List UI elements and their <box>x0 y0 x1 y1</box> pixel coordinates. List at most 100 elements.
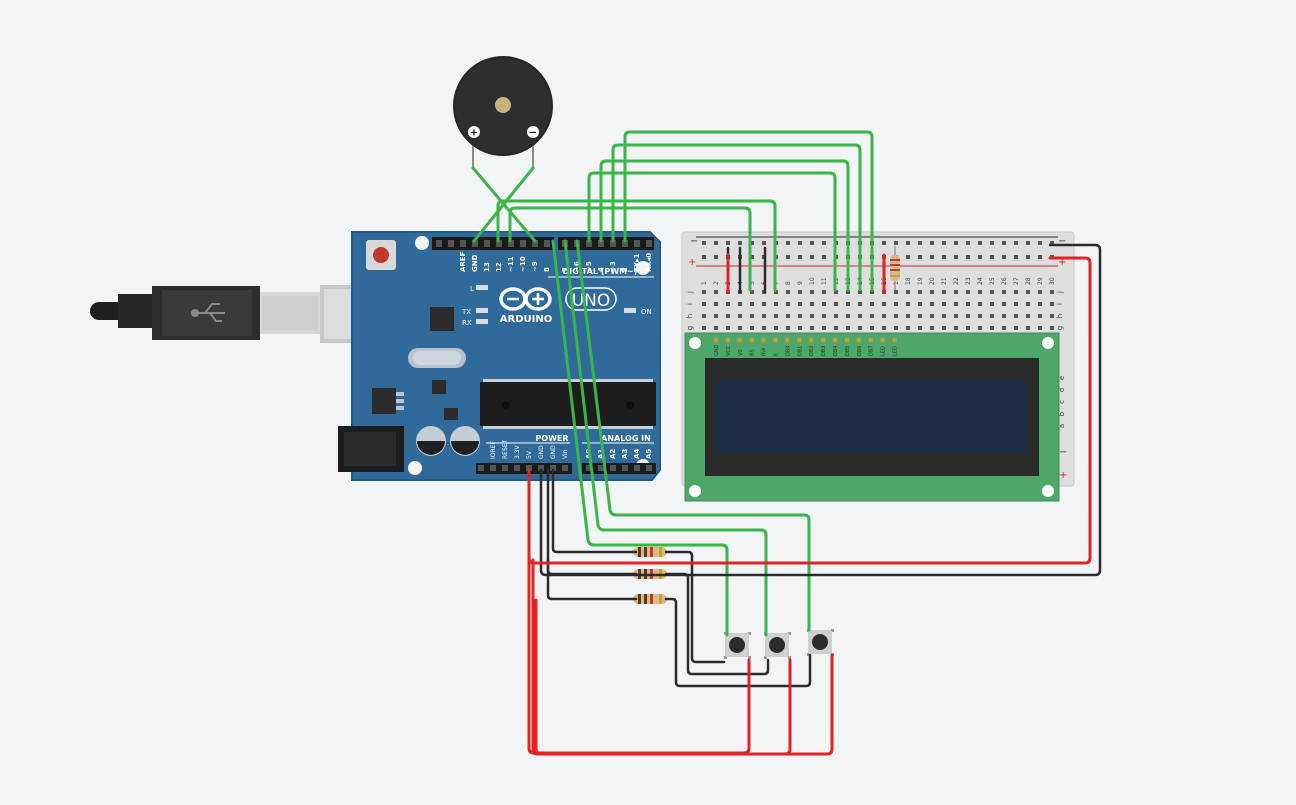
terminal-hole[interactable] <box>726 314 730 318</box>
lcd-pin[interactable] <box>796 337 802 343</box>
terminal-hole[interactable] <box>990 302 994 306</box>
push-button[interactable] <box>724 632 751 659</box>
terminal-hole[interactable] <box>1050 290 1054 294</box>
terminal-hole[interactable] <box>702 314 706 318</box>
terminal-hole[interactable] <box>846 290 850 294</box>
wire-button2[interactable] <box>563 239 768 637</box>
header-pin-hole[interactable] <box>586 240 592 247</box>
wire-r3-btn3[interactable] <box>664 597 812 688</box>
terminal-hole[interactable] <box>942 290 946 294</box>
terminal-hole[interactable] <box>858 302 862 306</box>
wire-button1[interactable] <box>551 239 729 637</box>
rail-hole[interactable] <box>702 241 706 245</box>
terminal-hole[interactable] <box>702 326 706 330</box>
terminal-hole[interactable] <box>786 290 790 294</box>
header-pin-hole[interactable] <box>586 465 592 471</box>
terminal-hole[interactable] <box>786 326 790 330</box>
wire-pin4-db5[interactable] <box>599 159 850 292</box>
wire-gnd-r3[interactable] <box>546 558 638 601</box>
rail-hole[interactable] <box>738 241 742 245</box>
rail-hole[interactable] <box>1014 255 1018 259</box>
terminal-hole[interactable] <box>834 326 838 330</box>
rail-hole[interactable] <box>930 255 934 259</box>
terminal-hole[interactable] <box>810 290 814 294</box>
rail-hole[interactable] <box>918 255 922 259</box>
header-pin-hole[interactable] <box>508 240 514 247</box>
terminal-hole[interactable] <box>870 290 874 294</box>
lcd-pin[interactable] <box>761 337 766 343</box>
rail-hole[interactable] <box>942 241 946 245</box>
lcd-pin[interactable] <box>856 337 862 343</box>
rail-hole[interactable] <box>1050 241 1054 245</box>
header-pin-hole[interactable] <box>610 465 616 471</box>
terminal-hole[interactable] <box>942 302 946 306</box>
rail-hole[interactable] <box>798 255 802 259</box>
lcd-pin[interactable] <box>737 337 743 343</box>
terminal-hole[interactable] <box>906 326 910 330</box>
terminal-hole[interactable] <box>774 302 778 306</box>
rail-hole[interactable] <box>918 241 922 245</box>
terminal-hole[interactable] <box>954 290 958 294</box>
rail-hole[interactable] <box>798 241 802 245</box>
terminal-hole[interactable] <box>894 290 898 294</box>
terminal-hole[interactable] <box>1002 290 1006 294</box>
terminal-hole[interactable] <box>786 314 790 318</box>
breadboard-resistor[interactable] <box>890 246 900 290</box>
header-pin-hole[interactable] <box>550 465 556 471</box>
terminal-hole[interactable] <box>798 314 802 318</box>
terminal-hole[interactable] <box>1050 326 1054 330</box>
rail-hole[interactable] <box>942 255 946 259</box>
header-pin-hole[interactable] <box>460 240 466 247</box>
terminal-hole[interactable] <box>774 290 778 294</box>
terminal-hole[interactable] <box>798 302 802 306</box>
rail-hole[interactable] <box>822 241 826 245</box>
terminal-hole[interactable] <box>1038 302 1042 306</box>
terminal-hole[interactable] <box>870 326 874 330</box>
header-pin-hole[interactable] <box>532 240 538 247</box>
terminal-hole[interactable] <box>822 290 826 294</box>
terminal-hole[interactable] <box>810 302 814 306</box>
rail-hole[interactable] <box>1038 241 1042 245</box>
terminal-hole[interactable] <box>714 326 718 330</box>
rail-hole[interactable] <box>882 241 886 245</box>
terminal-hole[interactable] <box>930 314 934 318</box>
terminal-hole[interactable] <box>906 314 910 318</box>
terminal-hole[interactable] <box>762 314 766 318</box>
wire-5v-btn1[interactable] <box>527 468 751 755</box>
rail-hole[interactable] <box>1038 255 1042 259</box>
reset-button[interactable] <box>366 240 396 270</box>
wire-pin2-db7[interactable] <box>623 130 874 292</box>
wire-5v-btn2[interactable] <box>531 558 792 756</box>
terminal-hole[interactable] <box>786 302 790 306</box>
terminal-hole[interactable] <box>1050 302 1054 306</box>
terminal-hole[interactable] <box>1002 326 1006 330</box>
header-pin-hole[interactable] <box>646 240 652 247</box>
terminal-hole[interactable] <box>726 326 730 330</box>
header-pin-hole[interactable] <box>490 465 496 471</box>
terminal-hole[interactable] <box>846 302 850 306</box>
terminal-hole[interactable] <box>858 290 862 294</box>
rail-hole[interactable] <box>978 241 982 245</box>
resistor[interactable] <box>624 547 676 557</box>
terminal-hole[interactable] <box>918 290 922 294</box>
terminal-hole[interactable] <box>1038 326 1042 330</box>
rail-hole[interactable] <box>810 241 814 245</box>
terminal-hole[interactable] <box>750 290 754 294</box>
header-pin-hole[interactable] <box>478 465 484 471</box>
terminal-hole[interactable] <box>978 326 982 330</box>
terminal-hole[interactable] <box>978 290 982 294</box>
header-pin-hole[interactable] <box>520 240 526 247</box>
terminal-hole[interactable] <box>702 302 706 306</box>
lcd-pin[interactable] <box>868 337 874 343</box>
terminal-hole[interactable] <box>762 302 766 306</box>
terminal-hole[interactable] <box>1026 314 1030 318</box>
wire-pin3-db6[interactable] <box>611 143 862 292</box>
rail-hole[interactable] <box>786 255 790 259</box>
terminal-hole[interactable] <box>930 302 934 306</box>
lcd-pin[interactable] <box>832 337 838 343</box>
rail-hole[interactable] <box>954 255 958 259</box>
lcd-pin[interactable] <box>808 337 814 343</box>
header-pin-hole[interactable] <box>436 240 442 247</box>
terminal-hole[interactable] <box>834 302 838 306</box>
